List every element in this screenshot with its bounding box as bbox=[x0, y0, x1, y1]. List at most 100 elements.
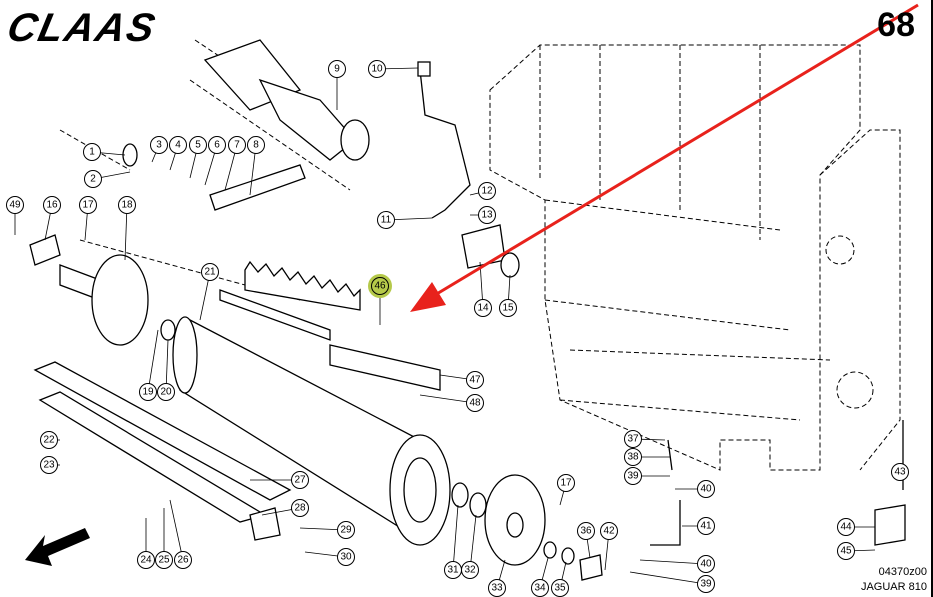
callout-47: 47 bbox=[439, 371, 484, 389]
rotor-drum bbox=[172, 260, 603, 581]
leader-line bbox=[169, 499, 184, 561]
callout-label: 32 bbox=[464, 565, 476, 576]
callout-circle bbox=[891, 463, 909, 481]
callout-label: 10 bbox=[371, 64, 383, 75]
callout-label: 33 bbox=[491, 583, 503, 594]
callout-label: 13 bbox=[481, 210, 493, 221]
callout-22: 22 bbox=[40, 431, 60, 449]
leader-line bbox=[419, 394, 476, 404]
callout-label: 22 bbox=[43, 435, 55, 446]
callout-circle bbox=[697, 575, 715, 593]
callout-label: 24 bbox=[140, 555, 152, 566]
callout-label: 40 bbox=[700, 559, 712, 570]
callout-28: 28 bbox=[261, 499, 309, 517]
callout-circle bbox=[624, 430, 642, 448]
pipe-and-bracket bbox=[417, 61, 906, 546]
callout-label: 8 bbox=[253, 140, 259, 151]
callout-label: 27 bbox=[294, 475, 306, 486]
callout-label: 18 bbox=[121, 200, 133, 211]
callout-33: 33 bbox=[488, 559, 506, 597]
callout-30: 30 bbox=[304, 548, 355, 566]
leader-line bbox=[639, 559, 707, 565]
callout-circle bbox=[189, 136, 207, 154]
callout-5: 5 bbox=[189, 136, 207, 179]
callout-38: 38 bbox=[624, 448, 670, 466]
callout-2: 2 bbox=[84, 170, 131, 188]
callout-label: 39 bbox=[700, 579, 712, 590]
callout-24: 24 bbox=[137, 518, 155, 569]
callout-12: 12 bbox=[469, 182, 496, 200]
callout-label: 43 bbox=[894, 467, 906, 478]
callout-4: 4 bbox=[169, 136, 187, 171]
callout-3: 3 bbox=[150, 136, 168, 163]
callout-44: 44 bbox=[837, 518, 875, 536]
callout-circle bbox=[474, 299, 492, 317]
callout-label: 2 bbox=[90, 174, 96, 185]
callout-label: 30 bbox=[340, 552, 352, 563]
callout-6: 6 bbox=[204, 136, 226, 186]
callout-20: 20 bbox=[157, 339, 175, 401]
callout-circle bbox=[466, 394, 484, 412]
callout-circle bbox=[139, 383, 157, 401]
callout-8: 8 bbox=[247, 136, 265, 196]
callout-14: 14 bbox=[474, 261, 492, 317]
callout-label: 14 bbox=[477, 303, 489, 314]
callout-circle bbox=[328, 60, 346, 78]
callout-label: 37 bbox=[627, 434, 639, 445]
callout-circle bbox=[291, 499, 309, 517]
callout-label: 17 bbox=[82, 200, 94, 211]
callout-40: 40 bbox=[639, 555, 715, 573]
callout-15: 15 bbox=[499, 274, 517, 317]
callout-circle bbox=[43, 196, 61, 214]
callout-21: 21 bbox=[199, 263, 219, 321]
callout-circle bbox=[577, 522, 595, 540]
callout-circle bbox=[478, 182, 496, 200]
callout-39: 39 bbox=[624, 467, 670, 485]
callout-36: 36 bbox=[577, 522, 595, 559]
callout-circle bbox=[157, 383, 175, 401]
callout-label: 15 bbox=[502, 303, 514, 314]
callout-17: 17 bbox=[557, 474, 575, 506]
red-arrow bbox=[410, 3, 919, 312]
callout-48: 48 bbox=[419, 394, 484, 412]
callout-label: 29 bbox=[340, 525, 352, 536]
callout-label: 44 bbox=[840, 522, 852, 533]
callout-label: 23 bbox=[43, 460, 55, 471]
callout-circle bbox=[624, 467, 642, 485]
callout-circle bbox=[337, 521, 355, 539]
callout-circle bbox=[697, 517, 715, 535]
callout-label: 28 bbox=[294, 503, 306, 514]
callout-10: 10 bbox=[368, 60, 419, 78]
callout-circle bbox=[174, 551, 192, 569]
callout-label: 31 bbox=[447, 565, 459, 576]
callout-49: 49 bbox=[6, 196, 24, 235]
callout-label: 39 bbox=[627, 471, 639, 482]
callout-label: 36 bbox=[580, 526, 592, 537]
callout-circle bbox=[150, 136, 168, 154]
callout-43: 43 bbox=[891, 463, 909, 481]
callout-circle bbox=[155, 551, 173, 569]
callout-17: 17 bbox=[79, 196, 97, 241]
callout-13: 13 bbox=[470, 206, 496, 224]
callout-circle bbox=[837, 518, 855, 536]
callout-circle bbox=[697, 480, 715, 498]
callout-circle bbox=[697, 555, 715, 573]
callout-11: 11 bbox=[377, 211, 433, 229]
callout-label: 6 bbox=[214, 140, 220, 151]
drawing-code: 04370z00 bbox=[878, 566, 927, 578]
guide-rail bbox=[33, 361, 292, 541]
callout-29: 29 bbox=[299, 521, 355, 539]
callout-circle bbox=[499, 299, 517, 317]
callout-circle bbox=[337, 548, 355, 566]
callout-label: 40 bbox=[700, 484, 712, 495]
callout-41: 41 bbox=[682, 517, 715, 535]
leader-line bbox=[147, 329, 159, 393]
callout-46: 46 bbox=[368, 274, 392, 325]
callout-circle bbox=[208, 136, 226, 154]
callout-label: 7 bbox=[234, 140, 240, 151]
callout-7: 7 bbox=[224, 136, 246, 191]
callout-circle bbox=[557, 474, 575, 492]
callout-label: 42 bbox=[603, 526, 615, 537]
callout-label: 26 bbox=[177, 555, 189, 566]
callout-label: 3 bbox=[156, 140, 162, 151]
